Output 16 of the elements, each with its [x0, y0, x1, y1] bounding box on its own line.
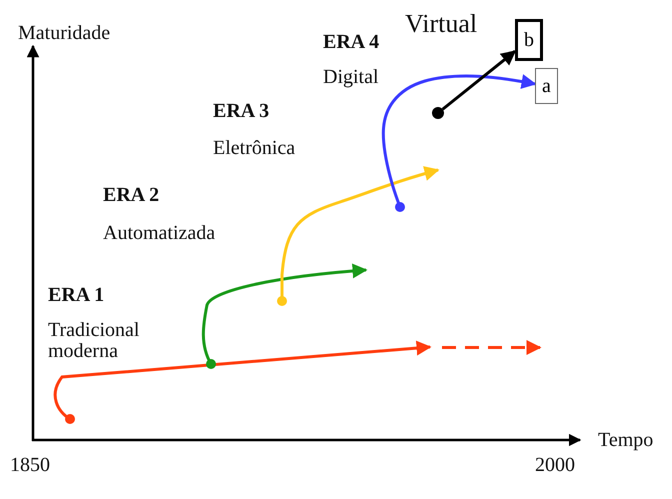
- era-label: Automatizada: [103, 222, 216, 244]
- letter-box: a: [535, 68, 558, 104]
- dot-marker: [432, 107, 444, 119]
- era-title: ERA 2: [103, 184, 160, 206]
- tick-label: 1850: [10, 454, 50, 476]
- era-label: Eletrônica: [213, 137, 296, 159]
- axis-title: Maturidade: [18, 22, 110, 44]
- era-label: Tradicional moderna: [48, 320, 140, 362]
- tick-label: 2000: [535, 454, 575, 476]
- era-label: Digital: [323, 66, 379, 88]
- era-label: Virtual: [405, 10, 478, 38]
- axis-title: Tempo: [598, 429, 654, 451]
- era-title: ERA 1: [48, 284, 104, 306]
- letter-box: b: [515, 19, 543, 61]
- era-title: ERA 4: [323, 31, 380, 53]
- era-title: ERA 3: [213, 100, 270, 122]
